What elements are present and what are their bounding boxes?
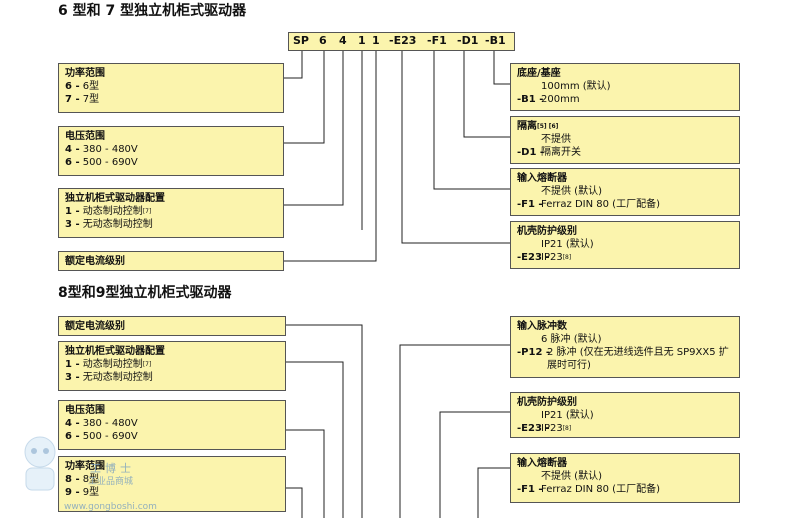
- option-row: 8 - 8型: [65, 474, 100, 485]
- isolation-box: 隔离[5] [6] 不提供 -D1 -隔离开关: [510, 116, 740, 164]
- power-range-box: 功率范围 8 - 8型 9 - 9型: [58, 456, 286, 512]
- code-part: -E23: [389, 34, 417, 47]
- code-part: 4: [339, 34, 347, 47]
- option-row: IP21 (默认): [541, 239, 594, 250]
- enclosure-rating-box: 机壳防护级别 IP21 (默认) -E23 -IP23[8]: [510, 392, 740, 438]
- option-row: 6 脉冲 (默认): [541, 334, 602, 345]
- voltage-range-box: 电压范围 4 - 380 - 480V 6 - 500 - 690V: [58, 126, 284, 176]
- code-part: -F1: [427, 34, 447, 47]
- drive-config-box: 独立机柜式驱动器配置 1 - 动态制动控制[7] 3 - 无动态制动控制: [58, 341, 286, 391]
- input-fuse-box: 输入熔断器 不提供 (默认) -F1 -Ferraz DIN 80 (工厂配备): [510, 168, 740, 216]
- rated-current-box: 额定电流级别: [58, 316, 286, 336]
- option-row: 6 - 6型: [65, 81, 100, 92]
- box-heading: 机壳防护级别: [517, 226, 577, 237]
- rated-current-box: 额定电流级别: [58, 251, 284, 271]
- option-row: 4 - 380 - 480V: [65, 144, 138, 155]
- code-part: SP: [293, 34, 309, 47]
- voltage-range-box: 电压范围 4 - 380 - 480V 6 - 500 - 690V: [58, 400, 286, 450]
- option-row: 6 - 500 - 690V: [65, 431, 138, 442]
- watermark-subtitle: 工业品商城: [88, 477, 134, 487]
- code-part: -D1: [457, 34, 479, 47]
- code-part: 1: [372, 34, 380, 47]
- option-row: IP21 (默认): [541, 410, 594, 421]
- box-heading: 独立机柜式驱动器配置: [65, 193, 165, 204]
- option-row: 3 - 无动态制动控制: [65, 372, 153, 383]
- power-range-box: 功率范围 6 - 6型 7 - 7型: [58, 63, 284, 113]
- option-row: 3 - 无动态制动控制: [65, 219, 153, 230]
- option-row: -E23 -IP23[8]: [517, 252, 572, 263]
- option-row: 100mm (默认): [541, 81, 611, 92]
- box-heading: 输入脉冲数: [517, 321, 567, 332]
- option-row: -P12 -2 脉冲 (仅在无进线选件且无 SP9XX5 扩展时可行): [517, 347, 729, 371]
- code-part: 1: [358, 34, 366, 47]
- box-heading: 输入熔断器: [517, 173, 567, 184]
- section2-title: 8型和9型独立机柜式驱动器: [58, 285, 232, 301]
- option-row: -F1 -Ferraz DIN 80 (工厂配备): [517, 199, 660, 210]
- section1-title: 6 型和 7 型独立机柜式驱动器: [58, 3, 247, 19]
- option-row: 不提供: [541, 134, 571, 145]
- watermark-logo-icon: [24, 436, 56, 491]
- code-part: 6: [319, 34, 327, 47]
- watermark-url: www.gongboshi.com: [64, 502, 157, 512]
- option-row: -D1 -隔离开关: [517, 147, 581, 158]
- box-heading: 隔离[5] [6]: [517, 121, 559, 132]
- option-row: 不提供 (默认): [541, 186, 602, 197]
- enclosure-rating-box: 机壳防护级别 IP21 (默认) -E23 -IP23[8]: [510, 221, 740, 269]
- option-row: 不提供 (默认): [541, 471, 602, 482]
- input-fuse-box: 输入熔断器 不提供 (默认) -F1 -Ferraz DIN 80 (工厂配备): [510, 453, 740, 503]
- option-row: 9 - 9型: [65, 487, 100, 498]
- option-row: 1 - 动态制动控制[7]: [65, 206, 152, 217]
- option-row: 1 - 动态制动控制[7]: [65, 359, 152, 370]
- box-heading: 机壳防护级别: [517, 397, 577, 408]
- option-row: -E23 -IP23[8]: [517, 423, 572, 434]
- code-part: -B1: [485, 34, 506, 47]
- box-heading: 底座/基座: [517, 68, 561, 79]
- input-pulse-box: 输入脉冲数 6 脉冲 (默认) -P12 -2 脉冲 (仅在无进线选件且无 SP…: [510, 316, 740, 378]
- model-code-bar: SP 6 4 1 1 -E23 -F1 -D1 -B1: [288, 32, 515, 51]
- box-heading: 独立机柜式驱动器配置: [65, 346, 165, 357]
- box-heading: 功率范围: [65, 461, 105, 472]
- box-heading: 电压范围: [65, 405, 105, 416]
- option-row: 4 - 380 - 480V: [65, 418, 138, 429]
- watermark-name: 工博士: [90, 462, 135, 475]
- box-heading: 额定电流级别: [65, 256, 125, 267]
- option-row: 7 - 7型: [65, 94, 100, 105]
- box-heading: 功率范围: [65, 68, 105, 79]
- option-row: -B1 -200mm: [517, 94, 580, 105]
- box-heading: 额定电流级别: [65, 321, 125, 332]
- option-row: 6 - 500 - 690V: [65, 157, 138, 168]
- box-heading: 输入熔断器: [517, 458, 567, 469]
- base-plinth-box: 底座/基座 100mm (默认) -B1 -200mm: [510, 63, 740, 111]
- drive-config-box: 独立机柜式驱动器配置 1 - 动态制动控制[7] 3 - 无动态制动控制: [58, 188, 284, 238]
- option-row: -F1 -Ferraz DIN 80 (工厂配备): [517, 484, 660, 495]
- box-heading: 电压范围: [65, 131, 105, 142]
